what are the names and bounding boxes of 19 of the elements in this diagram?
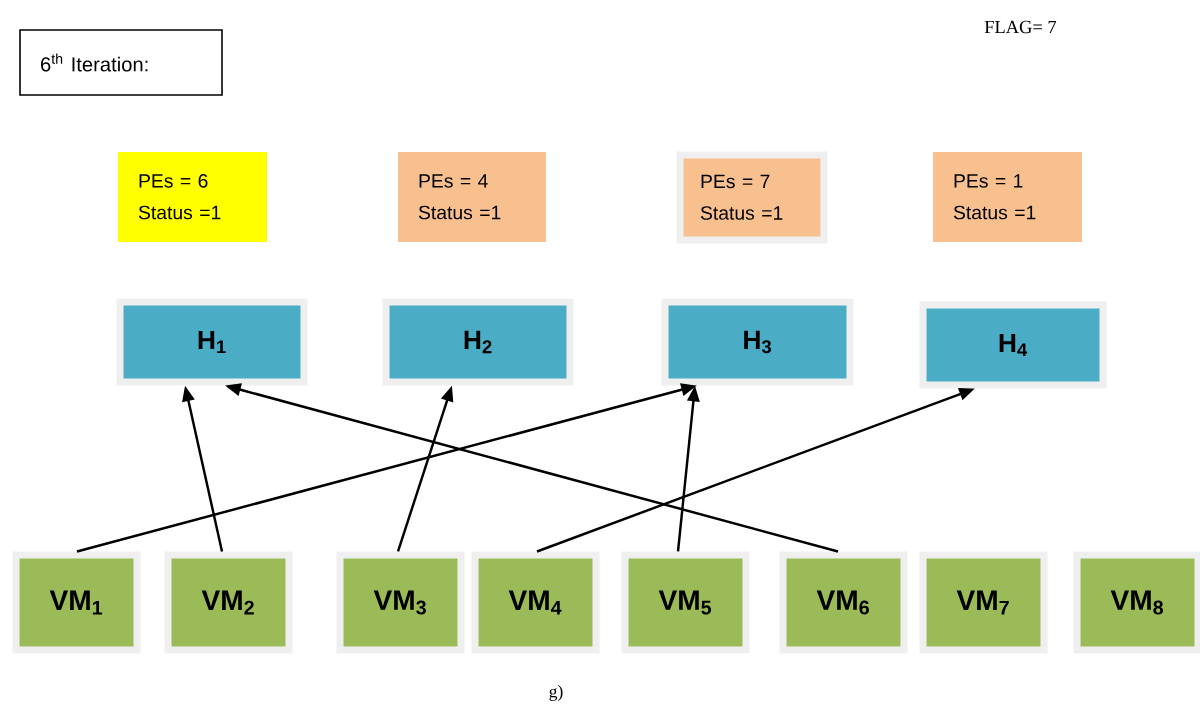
vm-box: VM$_{5}$ <box>621 551 750 654</box>
status-box: PEs = 6 Status =1 <box>118 152 267 242</box>
vm-box: VM$_{6}$ <box>779 551 908 654</box>
host-box: H$_{4}$ <box>919 301 1107 389</box>
vm-box: VM$_{7}$ <box>919 551 1048 654</box>
host-box: H$_{3}$ <box>661 298 854 386</box>
vm-box: VM$_{2}$ <box>164 551 293 654</box>
host-box: H$_{1}$ <box>116 298 308 386</box>
vm-box: VM$_{4}$ <box>471 551 600 654</box>
vm-box: VM$_{3}$ <box>336 551 465 654</box>
flag-label: FLAG= 7 <box>984 20 1057 34</box>
caption: g) <box>549 685 563 701</box>
heading-box: 6$^{th}$ Iteration: <box>19 29 223 96</box>
status-box: PEs = 7 Status =1 <box>676 151 828 244</box>
vm-box: VM$_{1}$ <box>12 551 141 654</box>
vm-box: VM$_{8}$ <box>1073 551 1200 654</box>
host-box: H$_{2}$ <box>382 298 574 386</box>
status-box: PEs = 1 Status =1 <box>933 152 1082 242</box>
status-box: PEs = 4 Status =1 <box>398 152 546 242</box>
